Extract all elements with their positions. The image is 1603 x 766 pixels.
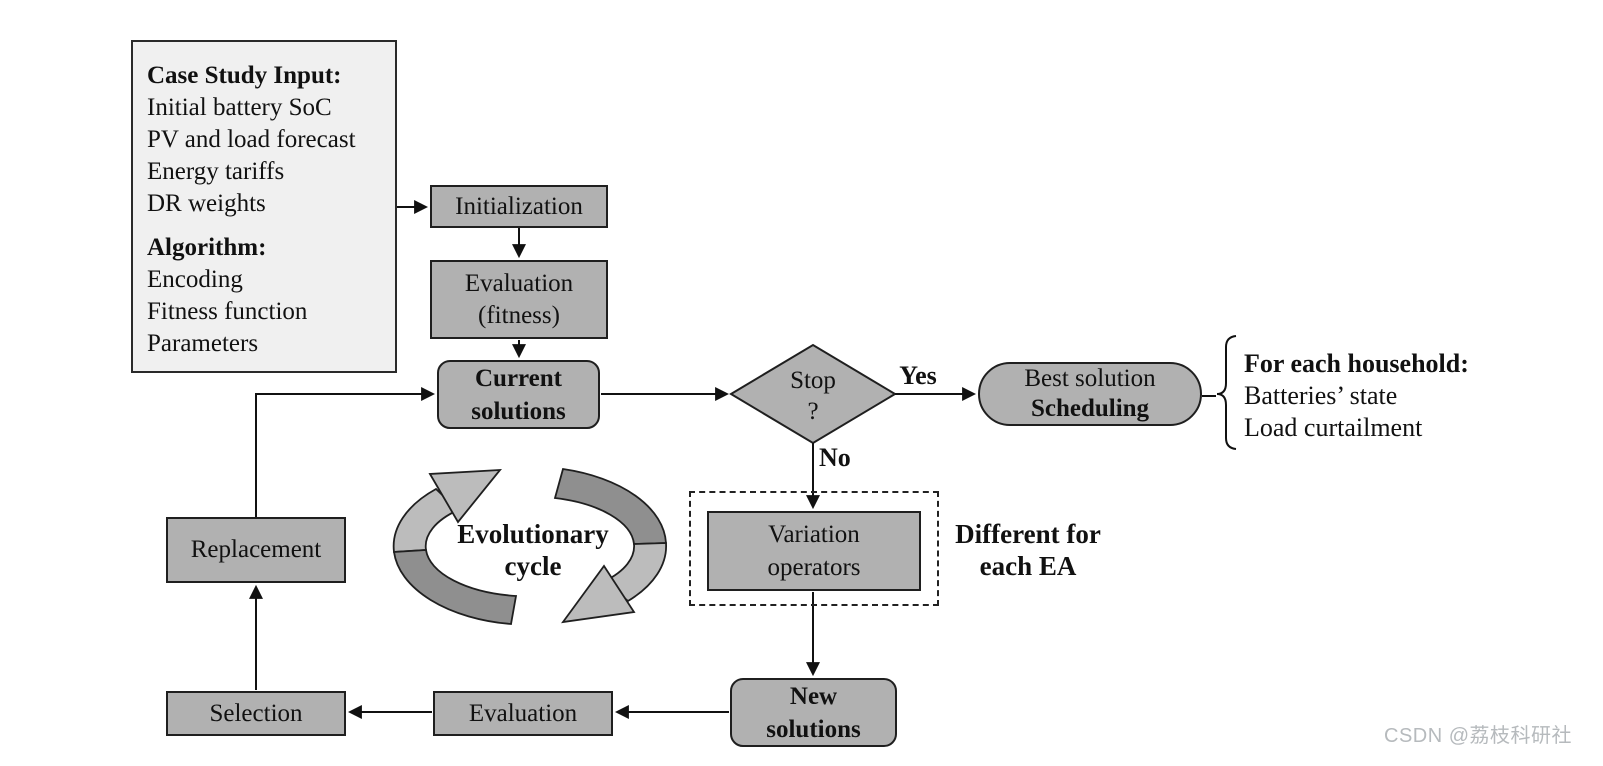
annotation-line: Evolutionary xyxy=(457,519,609,549)
variation-dashed-container xyxy=(689,491,939,606)
node-label: Variation xyxy=(768,521,860,548)
node-label: Stop xyxy=(790,367,836,394)
household-item: Batteries’ state xyxy=(1244,381,1398,410)
node-label: Evaluation xyxy=(464,269,574,297)
node-replacement: Replacement xyxy=(166,517,346,583)
node-label: operators xyxy=(767,554,861,581)
node-best-solution-scheduling: Best solution Scheduling xyxy=(978,362,1202,426)
node-new-solutions: New solutions xyxy=(730,678,897,747)
cycle-ribbon-dark-bottom-left xyxy=(392,549,518,625)
household-item: Load curtailment xyxy=(1244,413,1423,442)
node-label: New xyxy=(789,682,838,710)
evolutionary-cycle-label: Evolutionary cycle xyxy=(433,518,633,582)
input-item: Initial battery SoC xyxy=(147,94,332,121)
cycle-ribbon-light-bottom-right xyxy=(603,542,667,603)
input-section-title: Case Study Input: xyxy=(147,62,342,89)
node-initialization: Initialization xyxy=(430,185,608,228)
node-label: Replacement xyxy=(190,536,322,563)
watermark: CSDN @荔枝科研社 xyxy=(1384,725,1573,747)
cycle-arrowhead-top-icon xyxy=(428,468,502,524)
node-selection: Selection xyxy=(166,691,346,736)
arrow-replacement-to-current xyxy=(255,387,436,517)
different-ea-annotation: Different for each EA xyxy=(928,518,1128,582)
node-label: Initialization xyxy=(455,192,583,220)
cycle-arrowhead-bottom-icon xyxy=(561,564,636,624)
node-label: solutions xyxy=(471,397,566,425)
input-item: DR weights xyxy=(147,190,266,217)
household-annotation: For each household: Batteries’ state Loa… xyxy=(1244,348,1469,444)
node-label: solutions xyxy=(766,715,861,743)
annotation-line: Different for xyxy=(955,519,1101,549)
algorithm-item: Fitness function xyxy=(147,298,308,325)
node-label: Selection xyxy=(209,699,303,727)
case-study-input-box: Case Study Input: Initial battery SoC PV… xyxy=(131,40,397,373)
node-label: Best solution xyxy=(1024,365,1156,392)
node-label: Current xyxy=(474,364,563,392)
node-label: (fitness) xyxy=(478,301,560,329)
algorithm-item: Parameters xyxy=(147,330,259,357)
annotation-line: each EA xyxy=(979,551,1077,581)
household-brace xyxy=(1216,335,1237,450)
edge-label-no: No xyxy=(819,443,851,472)
annotation-line: cycle xyxy=(504,551,562,581)
edge-label-yes: Yes xyxy=(899,361,937,390)
algorithm-item: Encoding xyxy=(147,266,243,293)
node-evaluation: Evaluation xyxy=(433,691,613,736)
input-item: Energy tariffs xyxy=(147,158,285,185)
node-label: Evaluation xyxy=(468,699,578,727)
stop-decision-label: Stop ? xyxy=(763,365,863,427)
node-label: Scheduling xyxy=(1030,395,1150,422)
input-item: PV and load forecast xyxy=(147,126,356,153)
cycle-ribbon-light-top-left xyxy=(392,487,460,553)
node-current-solutions: Current solutions xyxy=(437,360,600,429)
node-evaluation-fitness: Evaluation (fitness) xyxy=(430,260,608,339)
node-variation-operators: Variation operators xyxy=(707,511,921,591)
algorithm-section-title: Algorithm: xyxy=(147,234,267,261)
household-title: For each household: xyxy=(1244,349,1469,378)
node-label: ? xyxy=(807,398,819,425)
